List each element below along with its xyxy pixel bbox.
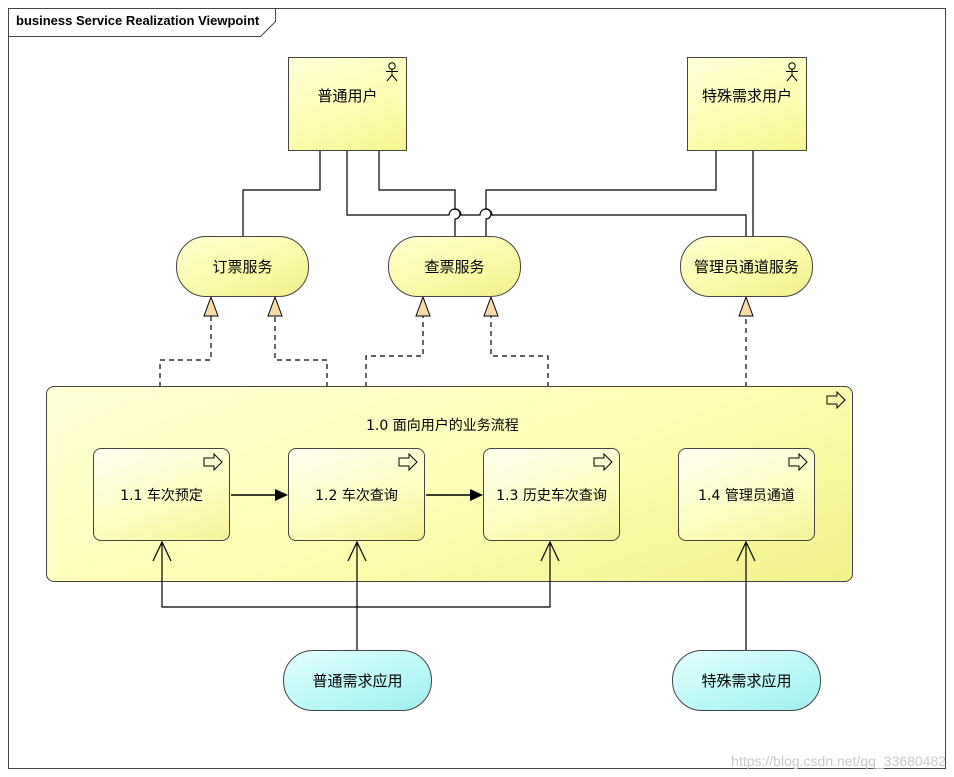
process-1-3[interactable]: 1.3 历史车次查询 [483, 448, 620, 541]
process-label: 1.4 管理员通道 [698, 487, 795, 504]
realize-arrowhead [483, 295, 499, 317]
assoc-special-user-query [485, 150, 717, 238]
actor-label: 普通用户 [317, 87, 378, 105]
realize-arrowhead [415, 295, 431, 317]
frame-title-tab [8, 8, 276, 37]
process-label: 1.3 历史车次查询 [496, 487, 607, 504]
realize-arrowhead [203, 295, 219, 317]
process-arrow-icon [398, 453, 418, 471]
process-arrow-icon [826, 391, 846, 409]
service-admin-channel[interactable]: 管理员通道服务 [680, 236, 813, 297]
service-booking[interactable]: 订票服务 [176, 236, 309, 297]
process-arrow-icon [593, 453, 613, 471]
assoc-normal-user-query [378, 150, 461, 238]
assoc-normal-user-booking [242, 150, 321, 238]
diagram-title: business Service Realization Viewpoint [16, 13, 260, 28]
process-label: 1.2 车次查询 [315, 487, 398, 504]
realize-arrowhead [267, 295, 283, 317]
realize-arrowhead [738, 295, 754, 317]
watermark: https://blog.csdn.net/qq_33680482 [731, 753, 946, 769]
app-service-normal[interactable]: 普通需求应用 [283, 650, 432, 711]
process-arrow-icon [788, 453, 808, 471]
app-service-special[interactable]: 特殊需求应用 [672, 650, 821, 711]
actor-label: 特殊需求用户 [701, 87, 792, 105]
process-1-4[interactable]: 1.4 管理员通道 [678, 448, 815, 541]
process-1-2[interactable]: 1.2 车次查询 [288, 448, 425, 541]
actor-special-user[interactable]: 特殊需求用户 [687, 57, 807, 151]
actor-icon [786, 62, 798, 82]
process-arrow-icon [203, 453, 223, 471]
process-1-1[interactable]: 1.1 车次预定 [93, 448, 230, 541]
diagram-frame [8, 8, 946, 769]
process-label: 1.1 车次预定 [120, 487, 203, 504]
service-query[interactable]: 查票服务 [388, 236, 521, 297]
assoc-normal-user-admin [346, 150, 747, 238]
actor-normal-user[interactable]: 普通用户 [288, 57, 407, 151]
process-group-label: 1.0 面向用户的业务流程 [366, 418, 519, 434]
actor-icon [386, 62, 398, 82]
